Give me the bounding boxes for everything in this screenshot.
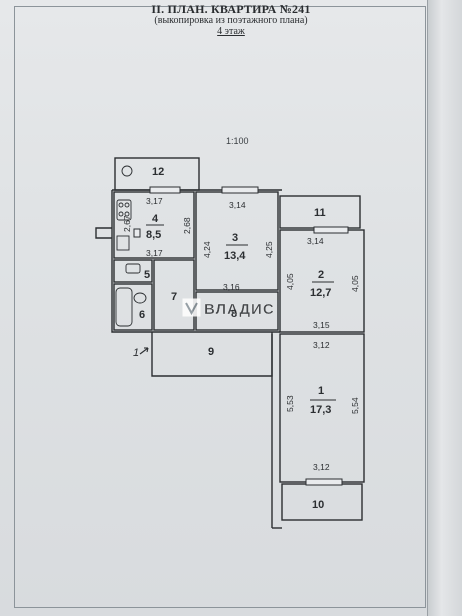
room-4-label: 4	[152, 213, 159, 225]
dim-r3-top: 3,14	[229, 200, 246, 210]
window	[149, 186, 181, 194]
room-4-area: 8,5	[146, 229, 161, 241]
wall-stub-left	[95, 227, 112, 239]
dim-r4-bottom: 3,17	[146, 248, 163, 258]
room-11-label: 11	[314, 207, 326, 219]
dim-r3-bottom: 3,16	[223, 282, 240, 292]
dim-r1-left: 5,53	[285, 395, 295, 412]
dim-r4-left: 2,67	[122, 215, 132, 232]
floor-label: 4 этаж	[217, 26, 245, 37]
dim-r3-left: 4,24	[202, 241, 212, 258]
watermark-logo-mark	[185, 302, 198, 316]
burner-icon	[124, 202, 130, 208]
dim-r4-top: 3,17	[146, 196, 163, 206]
sheet-frame	[14, 6, 426, 608]
dim-r4-right: 2,68	[182, 217, 192, 234]
watermark: ВЛАДИС	[182, 298, 275, 318]
window	[313, 226, 349, 234]
room-2-area: 12,7	[310, 287, 331, 299]
washbasin-icon	[133, 292, 147, 304]
fixture-circle-icon	[121, 165, 133, 177]
room-10-label: 10	[312, 499, 324, 511]
room-1-area: 17,3	[310, 404, 331, 416]
room-2-label: 2	[318, 269, 324, 281]
toilet-icon	[125, 263, 141, 274]
dim-r2-top: 3,14	[307, 236, 324, 246]
handwritten-mark: 1	[133, 347, 139, 359]
dim-r1-top: 3,12	[313, 340, 330, 350]
room-12-label: 12	[152, 166, 164, 178]
watermark-text: ВЛАДИС	[204, 301, 275, 318]
window	[133, 228, 141, 238]
room-8-label: 8	[231, 308, 237, 320]
room-3-area: 13,4	[224, 250, 246, 262]
dim-r2-right: 4,05	[350, 275, 360, 292]
room-6-label: 6	[139, 309, 145, 321]
plan-subtitle: (выкопировка из поэтажного плана)	[154, 15, 308, 26]
room-3-label: 3	[232, 232, 238, 244]
burner-icon	[118, 202, 124, 208]
dim-r2-bottom: 3,15	[313, 320, 330, 330]
sink-icon	[116, 235, 130, 251]
window	[305, 478, 343, 486]
dim-r3-right: 4,25	[264, 241, 274, 258]
plan-title: II. ПЛАН. КВАРТИРА №241	[151, 2, 311, 16]
dim-r2-left: 4,05	[285, 273, 295, 290]
dim-r1-right: 5,54	[350, 397, 360, 414]
burner-icon	[124, 211, 130, 217]
stove-icon	[116, 199, 132, 221]
room-5-label: 5	[144, 269, 150, 281]
scale-label: 1:100	[226, 136, 249, 146]
page-edge	[427, 0, 462, 616]
room-7-label: 7	[171, 291, 177, 303]
room-6-outline	[113, 283, 153, 331]
dim-r1-bottom: 3,12	[313, 462, 330, 472]
room-5-outline	[113, 259, 153, 283]
room-1-label: 1	[318, 385, 324, 397]
room-9-label: 9	[208, 346, 214, 358]
burner-icon	[118, 211, 124, 217]
bathtub-icon	[115, 287, 133, 327]
window	[221, 186, 259, 194]
entrance-arrow-icon	[139, 347, 149, 355]
